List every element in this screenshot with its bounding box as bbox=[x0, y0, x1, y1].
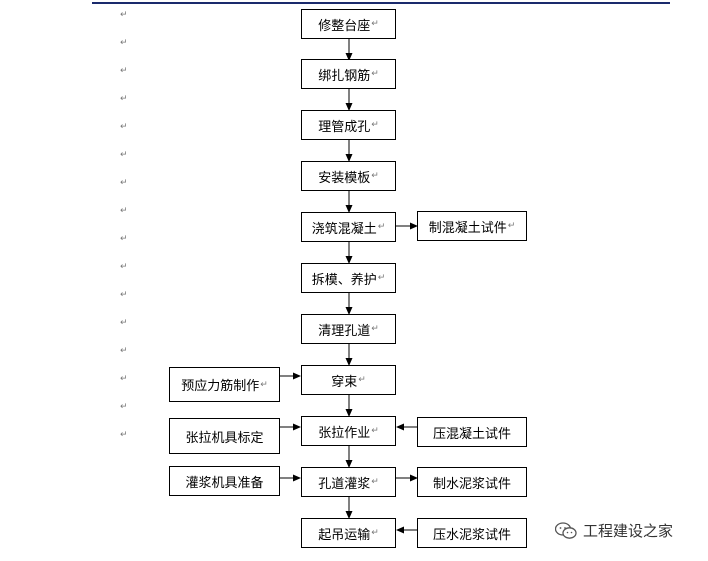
paragraph-mark: ↵ bbox=[120, 430, 128, 440]
paragraph-mark: ↵ bbox=[120, 290, 128, 300]
wechat-icon bbox=[555, 521, 577, 539]
step-label: 理管成孔 bbox=[318, 119, 371, 135]
paragraph-mark: ↵ bbox=[358, 375, 366, 385]
step-label: 孔道灌浆 bbox=[318, 476, 371, 492]
grout-specimen-box: 制水泥浆试件 bbox=[417, 467, 527, 497]
paragraph-mark: ↵ bbox=[120, 66, 128, 76]
paragraph-mark: ↵ bbox=[120, 262, 128, 272]
step-label: 拆模、养护 bbox=[311, 272, 377, 288]
paragraph-mark: ↵ bbox=[377, 222, 386, 232]
paragraph-mark: ↵ bbox=[120, 150, 128, 160]
paragraph-mark: ↵ bbox=[377, 273, 386, 283]
grout-press-box: 压水泥浆试件 bbox=[417, 518, 527, 548]
paragraph-mark: ↵ bbox=[120, 346, 128, 356]
step-tie-rebar: 绑扎钢筋↵ bbox=[301, 59, 396, 89]
watermark: 工程建设之家 bbox=[555, 520, 673, 541]
box-label: 压混凝土试件 bbox=[432, 426, 511, 442]
paragraph-mark: ↵ bbox=[120, 10, 128, 20]
step-label: 起吊运输 bbox=[318, 527, 371, 543]
paragraph-mark: ↵ bbox=[371, 426, 379, 436]
step-tensioning: 张拉作业↵ bbox=[301, 416, 396, 446]
paragraph-mark: ↵ bbox=[120, 374, 128, 384]
step-duct-grouting: 孔道灌浆↵ bbox=[301, 467, 396, 497]
step-label: 绑扎钢筋 bbox=[318, 68, 371, 84]
step-pour-concrete: 浇筑混凝土↵ bbox=[301, 212, 396, 242]
paragraph-mark: ↵ bbox=[120, 38, 128, 48]
step-install-formwork: 安装模板↵ bbox=[301, 161, 396, 191]
step-clean-ducts: 清理孔道↵ bbox=[301, 314, 396, 344]
box-label: 制水泥浆试件 bbox=[432, 476, 511, 492]
box-label: 压水泥浆试件 bbox=[432, 527, 511, 543]
paragraph-mark: ↵ bbox=[120, 402, 128, 412]
step-label: 穿束 bbox=[331, 374, 358, 390]
paragraph-mark: ↵ bbox=[120, 206, 128, 216]
step-label: 浇筑混凝土 bbox=[311, 221, 377, 237]
paragraph-mark: ↵ bbox=[371, 477, 379, 487]
box-label: 预应力筋制作 bbox=[181, 379, 260, 394]
paragraph-mark: ↵ bbox=[120, 234, 128, 244]
paragraph-mark: ↵ bbox=[371, 19, 379, 29]
step-label: 安装模板 bbox=[318, 170, 371, 186]
paragraph-mark: ↵ bbox=[371, 324, 379, 334]
step-thread-strands: 穿束↵ bbox=[301, 365, 396, 395]
box-label: 制混凝土试件 bbox=[428, 220, 507, 236]
step-label: 张拉作业 bbox=[318, 425, 371, 441]
paragraph-mark: ↵ bbox=[120, 318, 128, 328]
prestress-fabrication-box: 预应力筋制作↵ bbox=[169, 367, 280, 402]
step-remove-form-cure: 拆模、养护↵ bbox=[301, 263, 396, 293]
paragraph-mark: ↵ bbox=[371, 120, 379, 130]
box-label: 张拉机具标定 bbox=[185, 430, 264, 446]
tension-calibration-box: 张拉机具标定 bbox=[169, 418, 280, 454]
step-lift-transport: 起吊运输↵ bbox=[301, 518, 396, 548]
paragraph-mark: ↵ bbox=[120, 94, 128, 104]
step-repair-pedestal: 修整台座↵ bbox=[301, 9, 396, 39]
document-top-border bbox=[92, 2, 670, 4]
grouting-prep-box: 灌浆机具准备 bbox=[169, 466, 280, 496]
box-label: 灌浆机具准备 bbox=[185, 475, 264, 491]
pressed-specimen-box: 压混凝土试件 bbox=[417, 417, 527, 447]
paragraph-mark: ↵ bbox=[507, 221, 516, 231]
step-label: 清理孔道 bbox=[318, 323, 371, 339]
step-label: 修整台座 bbox=[318, 18, 371, 34]
paragraph-mark: ↵ bbox=[120, 122, 128, 132]
paragraph-mark: ↵ bbox=[371, 528, 379, 538]
watermark-text: 工程建设之家 bbox=[583, 522, 674, 540]
paragraph-mark: ↵ bbox=[260, 379, 268, 390]
paragraph-mark: ↵ bbox=[120, 178, 128, 188]
step-duct-forming: 理管成孔↵ bbox=[301, 110, 396, 140]
paragraph-mark: ↵ bbox=[371, 69, 379, 79]
paragraph-mark: ↵ bbox=[371, 171, 379, 181]
concrete-specimen-box: 制混凝土试件↵ bbox=[417, 211, 527, 241]
